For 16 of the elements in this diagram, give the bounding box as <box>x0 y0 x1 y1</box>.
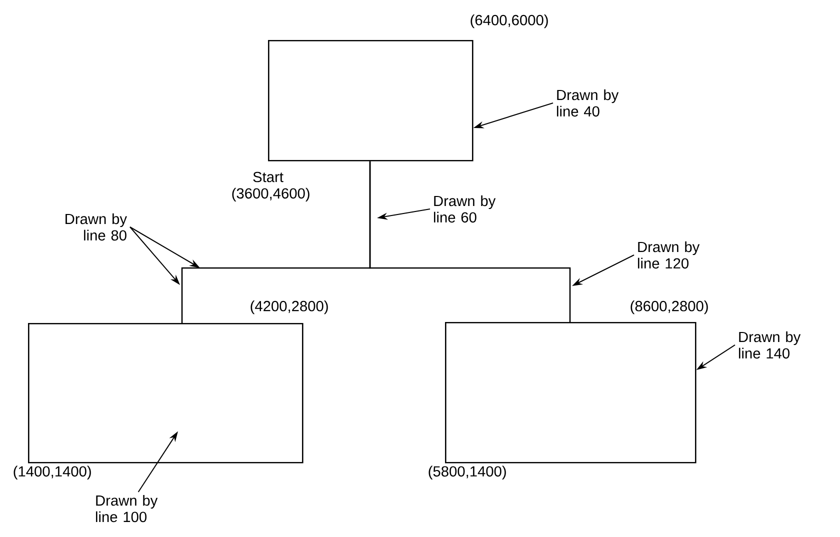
callout-text: Drawn by line 120 <box>638 241 700 269</box>
coordinate-label: Start (3600,4600) <box>232 172 310 202</box>
callout-text: Drawn by line 100 <box>96 494 158 522</box>
coordinate-label: (6400,6000) <box>470 14 548 28</box>
callout-text: Drawn by line 80 <box>66 213 127 241</box>
callout-text: Drawn by line 140 <box>738 331 801 359</box>
coordinate-label: (1400,1400) <box>14 466 91 480</box>
rectangle-box <box>268 40 474 162</box>
callout-text: Drawn by line 60 <box>434 195 496 223</box>
coordinate-label: (8600,2800) <box>630 300 708 314</box>
callout-text: Drawn by line 40 <box>556 89 619 117</box>
connector-line <box>369 161 571 322</box>
coordinate-label: (4200,2800) <box>250 300 328 314</box>
coordinate-label: (5800,1400) <box>428 466 506 480</box>
rectangle-box <box>445 322 696 464</box>
rectangle-box <box>28 323 304 464</box>
